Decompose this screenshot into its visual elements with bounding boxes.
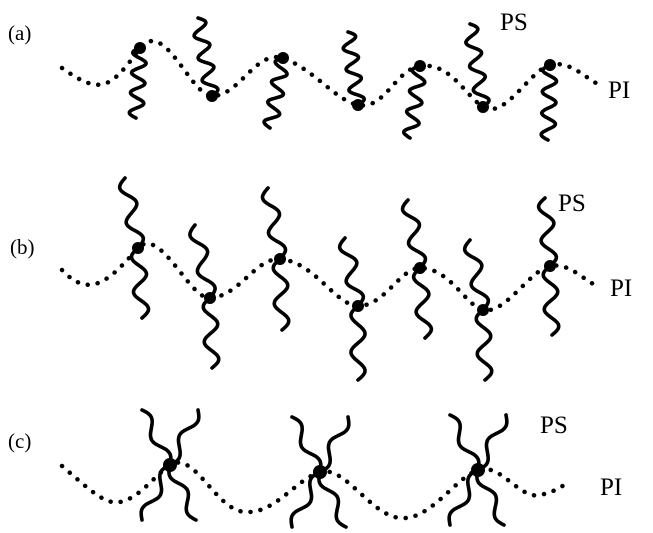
- panel-c-label: (c): [8, 429, 31, 453]
- pi-backbone: [59, 241, 601, 313]
- ps-graft-chain: [140, 408, 173, 467]
- ps-graft-chain: [402, 64, 427, 140]
- ps-graft-chain: [476, 413, 509, 472]
- panel-b-ps-label: PS: [558, 190, 586, 217]
- ps-graft-chain: [341, 30, 366, 107]
- graft-junction-point: [477, 304, 489, 316]
- ps-graft-chain: [337, 236, 366, 308]
- panel-c: (c) PS PI: [8, 408, 622, 529]
- graft-junction-point: [414, 262, 426, 274]
- panel-b: (b) PS PI: [10, 176, 632, 382]
- ps-graft-chain: [541, 264, 561, 337]
- ps-graft-chain: [448, 413, 481, 472]
- panel-b-pi-label: PI: [610, 275, 632, 302]
- graft-junction-point: [274, 253, 286, 265]
- ps-graft-chain: [117, 176, 146, 250]
- panel-a-chains: [59, 16, 601, 142]
- ps-graft-chain: [260, 186, 288, 261]
- ps-graft-chain: [349, 304, 367, 382]
- panel-b-chains: [59, 176, 601, 382]
- panel-a: (a) PS PI: [8, 9, 630, 142]
- ps-graft-chain: [192, 16, 220, 98]
- ps-graft-chain: [290, 415, 323, 474]
- panel-a-label: (a): [8, 21, 31, 45]
- panel-c-chains: [59, 408, 573, 529]
- graft-junction-point: [163, 458, 177, 472]
- ps-graft-chain: [188, 223, 217, 300]
- ps-graft-chain: [127, 46, 148, 120]
- ps-graft-chain: [536, 196, 559, 268]
- ps-graft-chain: [167, 463, 198, 522]
- ps-graft-chain: [464, 22, 491, 109]
- panel-c-pi-label: PI: [600, 474, 622, 501]
- ps-graft-chain: [289, 470, 322, 529]
- ps-graft-chain: [447, 468, 480, 527]
- ps-graft-chain: [539, 63, 559, 142]
- graft-junction-point: [313, 465, 327, 479]
- graft-junction-point: [414, 60, 426, 72]
- graft-junction-point: [352, 300, 364, 312]
- graft-junction-point: [132, 242, 144, 254]
- ps-graft-chain: [271, 257, 291, 332]
- ps-graft-chain: [129, 246, 151, 320]
- panel-b-label: (b): [10, 235, 35, 259]
- panel-a-pi-label: PI: [608, 77, 630, 104]
- graft-junction-point: [352, 99, 364, 111]
- ps-graft-chain: [462, 238, 491, 312]
- ps-graft-chain: [168, 408, 201, 467]
- graft-junction-point: [277, 52, 289, 64]
- ps-graft-chain: [317, 470, 348, 529]
- graft-junction-point: [471, 463, 485, 477]
- panel-a-ps-label: PS: [500, 9, 528, 36]
- graft-junction-point: [204, 292, 216, 304]
- ps-graft-chain: [400, 198, 428, 270]
- ps-graft-chain: [411, 266, 434, 340]
- ps-graft-chain: [474, 308, 494, 382]
- graft-junction-point: [134, 42, 146, 54]
- ps-graft-chain: [201, 296, 221, 370]
- graft-junction-point: [544, 59, 556, 71]
- ps-graft-chain: [262, 56, 289, 130]
- ps-graft-chain: [139, 463, 172, 522]
- ps-graft-chain: [318, 415, 351, 474]
- graft-junction-point: [206, 90, 218, 102]
- ps-graft-chain: [475, 468, 506, 527]
- panel-c-ps-label: PS: [540, 412, 568, 439]
- graft-junction-point: [477, 101, 489, 113]
- graft-junction-point: [544, 260, 556, 272]
